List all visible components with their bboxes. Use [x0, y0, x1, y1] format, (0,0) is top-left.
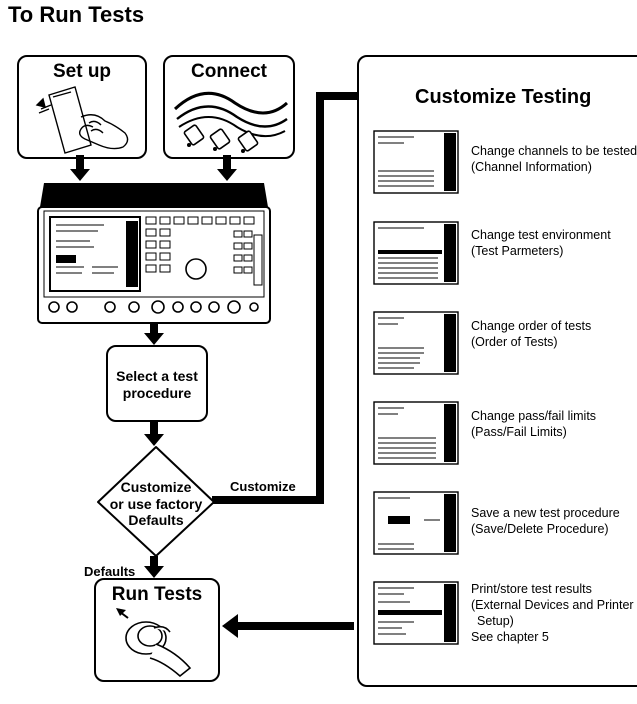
test-parameters-screen-thumbnail	[373, 221, 459, 285]
run-tests-box: Run Tests	[94, 578, 220, 682]
print-store-line4: See chapter 5	[471, 630, 549, 644]
setup-label: Set up	[52, 61, 112, 82]
decision-line1: Customize	[120, 479, 192, 495]
save-delete-procedure-screen-thumbnail	[373, 491, 459, 555]
connect-label: Connect	[191, 61, 267, 82]
test-environment-line1: Change test environment	[471, 228, 611, 242]
select-procedure-line2: procedure	[122, 385, 192, 401]
decision-line3: Defaults	[128, 512, 184, 528]
print-store-item: Print/store test results (External Devic…	[471, 581, 634, 645]
print-store-line2: (External Devices and Printer	[471, 598, 634, 612]
customize-edge-label: Customize	[230, 479, 296, 494]
test-set-instrument	[37, 183, 271, 324]
select-procedure-box	[106, 345, 208, 422]
pass-fail-limits-line1: Change pass/fail limits	[471, 409, 597, 423]
print-store-line3: Setup)	[477, 614, 514, 628]
save-procedure-line1: Save a new test procedure	[471, 506, 620, 520]
run-tests-label: Run Tests	[111, 584, 203, 605]
cables-illustration	[173, 91, 289, 153]
memory-card-illustration	[35, 86, 129, 154]
channel-info-item: Change channels to be tested (Channel In…	[471, 143, 637, 175]
channel-info-line2: (Channel Information)	[471, 160, 592, 174]
select-procedure-line1: Select a test	[116, 368, 198, 384]
channel-info-line1: Change channels to be tested	[471, 144, 637, 158]
order-of-tests-screen-thumbnail	[373, 311, 459, 375]
page-title: To Run Tests	[8, 2, 145, 27]
setup-step-box: Set up	[17, 55, 147, 159]
order-of-tests-line2: (Order of Tests)	[471, 335, 558, 349]
external-devices-screen-thumbnail	[373, 581, 459, 645]
connect-step-box: Connect	[163, 55, 295, 159]
channel-information-screen-thumbnail	[373, 130, 459, 194]
save-procedure-line2: (Save/Delete Procedure)	[471, 522, 609, 536]
defaults-edge-label: Defaults	[84, 564, 136, 579]
test-environment-line2: (Test Parmeters)	[471, 244, 564, 258]
order-of-tests-line1: Change order of tests	[471, 319, 592, 333]
print-store-line1: Print/store test results	[471, 582, 592, 596]
order-of-tests-item: Change order of tests (Order of Tests)	[471, 318, 591, 350]
decision-line2: or use factory	[109, 496, 203, 512]
decision-diamond	[97, 446, 215, 557]
save-procedure-item: Save a new test procedure (Save/Delete P…	[471, 505, 620, 537]
pass-fail-limits-line2: (Pass/Fail Limits)	[471, 425, 567, 439]
test-environment-item: Change test environment (Test Parmeters)	[471, 227, 611, 259]
pass-fail-limits-screen-thumbnail	[373, 401, 459, 465]
knob-hand-illustration	[116, 608, 192, 678]
pass-fail-limits-item: Change pass/fail limits (Pass/Fail Limit…	[471, 408, 596, 440]
customize-testing-title: Customize Testing	[415, 86, 592, 108]
